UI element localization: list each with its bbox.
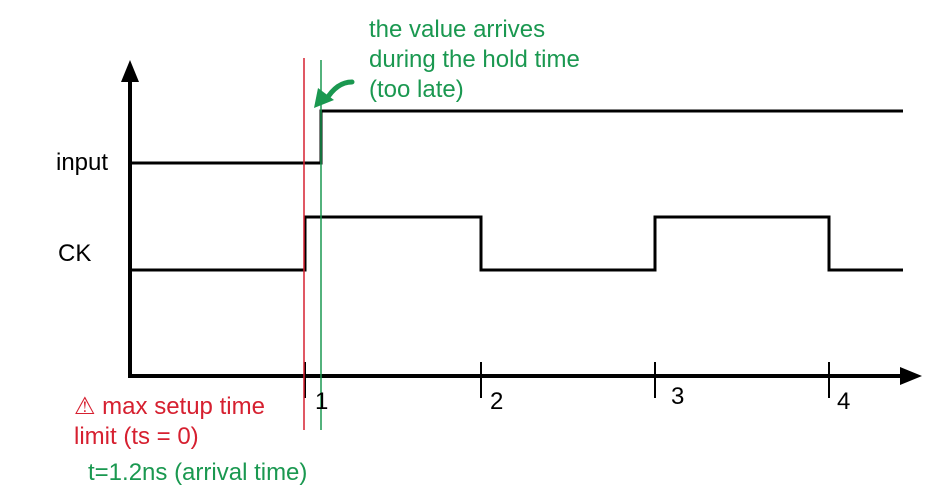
arrival-note: t=1.2ns (arrival time): [88, 459, 308, 486]
hold-note-line-2: during the hold time: [369, 46, 580, 73]
hold-note-line-1: the value arrives: [369, 16, 546, 43]
input-waveform: [132, 109, 903, 165]
hold-note-line-3: (too late): [369, 76, 464, 103]
tick-label-1: 1: [315, 388, 329, 415]
clock-label: CK: [58, 240, 92, 267]
clock-waveform: [132, 215, 903, 272]
setup-note-line-1: ⚠ max setup time: [74, 393, 265, 420]
tick-label-2: 2: [490, 388, 504, 415]
input-label: input: [56, 149, 109, 176]
y-axis: [121, 60, 139, 376]
x-axis: [128, 367, 922, 385]
tick-label-3: 3: [671, 383, 685, 410]
tick-label-4: 4: [837, 388, 851, 415]
setup-note-line-2: limit (ts = 0): [74, 423, 199, 450]
hold-arrow-head: [314, 88, 334, 108]
